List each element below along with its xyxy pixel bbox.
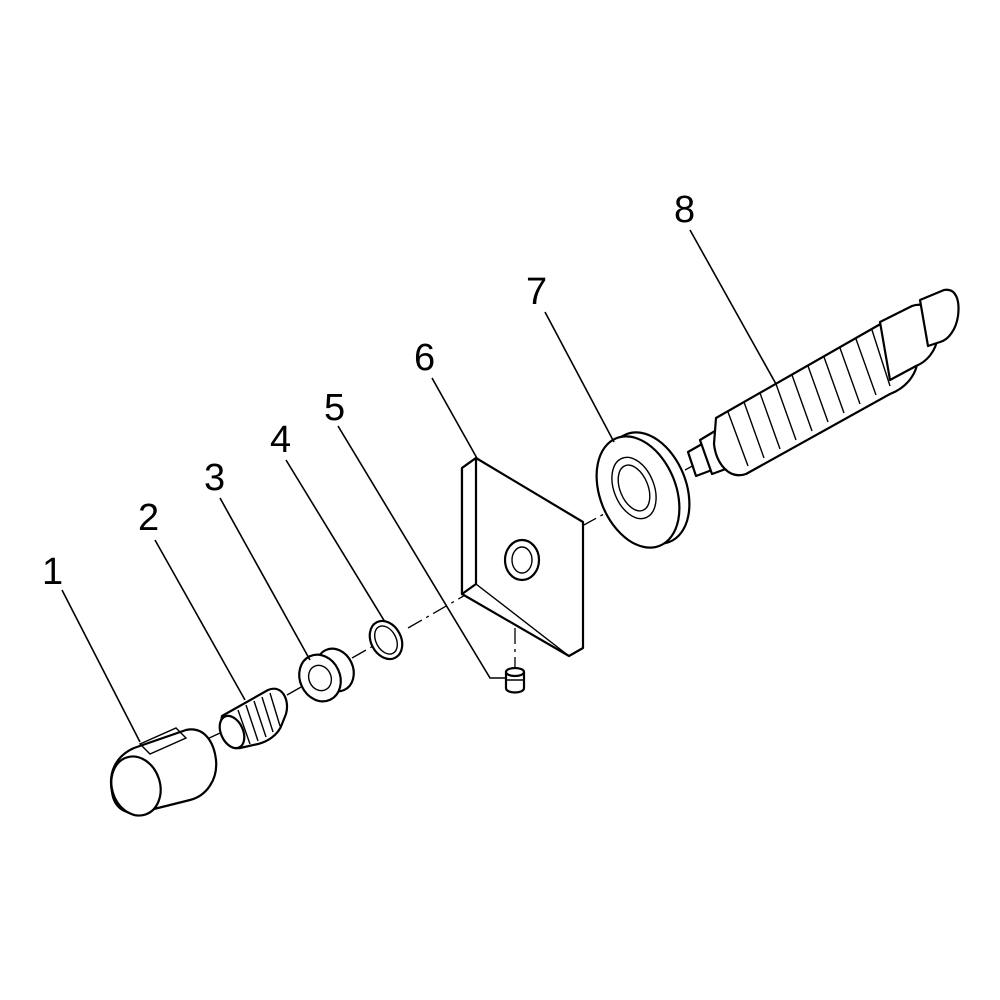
- part-4-o-ring: [368, 619, 404, 661]
- part-6-square-escutcheon: [460, 456, 585, 658]
- callout-1: 1: [42, 551, 63, 593]
- callout-3: 3: [204, 457, 225, 499]
- leader-3: [219, 497, 311, 661]
- leader-8: [689, 229, 777, 385]
- leader-7: [544, 311, 615, 443]
- part-5-set-screw: [504, 666, 526, 694]
- callout-4: 4: [270, 419, 291, 461]
- leader-lines: [61, 229, 777, 743]
- part-1-handle-cap: [109, 727, 218, 817]
- callout-7: 7: [526, 271, 547, 313]
- leader-1: [61, 589, 141, 743]
- leader-5: [337, 425, 505, 679]
- part-8-valve-cartridge: [686, 288, 960, 478]
- callout-labels: 1 2 3 4 5 6 7 8: [42, 189, 695, 593]
- part-3-threaded-bushing: [298, 647, 355, 703]
- callout-2: 2: [138, 497, 159, 539]
- leader-4: [285, 459, 386, 623]
- callout-5: 5: [324, 387, 345, 429]
- part-2-splined-adapter: [218, 687, 289, 750]
- leader-6: [431, 377, 479, 461]
- callout-6: 6: [414, 337, 435, 379]
- part-7-flange-nut: [595, 431, 691, 549]
- callout-8: 8: [674, 189, 695, 231]
- leader-2: [154, 539, 246, 701]
